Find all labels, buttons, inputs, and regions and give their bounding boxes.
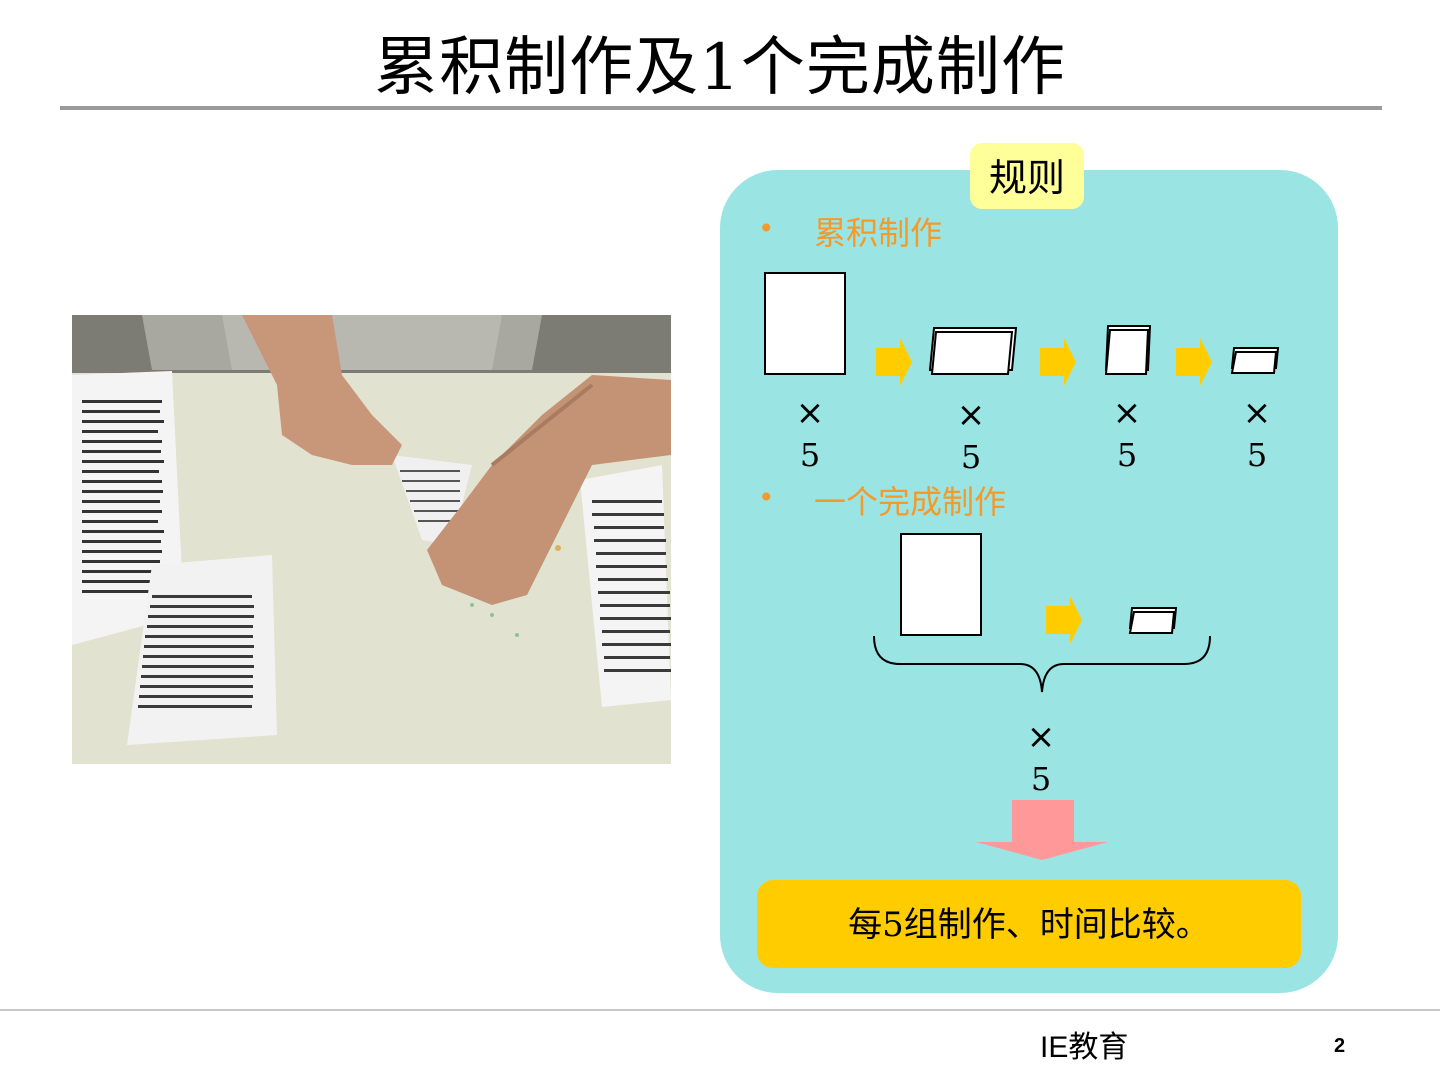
bullet-1-marker: • — [758, 212, 775, 245]
paper-final-fold — [1128, 606, 1178, 640]
batch-count: 5 — [1030, 760, 1052, 798]
batch-count: 5 — [960, 438, 982, 476]
batch-count: 5 — [1116, 436, 1138, 474]
bullet-batch-production: 累积制作 — [814, 214, 943, 252]
times-symbol: × — [956, 395, 986, 435]
bullet-single-production: 一个完成制作 — [814, 483, 1007, 521]
step-arrow-single — [1046, 596, 1082, 648]
grouping-brace — [870, 634, 1214, 700]
times-symbol: × — [1242, 393, 1272, 433]
footer-divider — [0, 1009, 1440, 1011]
batch-count: 5 — [1246, 436, 1268, 474]
down-arrow — [976, 800, 1108, 864]
footer-org: IE教育 — [1040, 1031, 1129, 1064]
paper-quarter-fold — [1104, 324, 1152, 380]
bullet-2-marker: • — [758, 481, 775, 514]
slide-title: 累积制作及1个完成制作 — [374, 31, 1066, 105]
step-arrow-1 — [876, 338, 912, 390]
result-box: 每5组制作、时间比较。 — [757, 880, 1301, 968]
title-divider — [60, 106, 1382, 110]
paper-full-sheet — [900, 533, 982, 636]
times-symbol: × — [1026, 717, 1056, 757]
page-number: 2 — [1334, 1035, 1346, 1057]
step-arrow-2 — [1040, 338, 1076, 390]
paper-final-fold — [1230, 346, 1280, 380]
rules-label: 规则 — [970, 143, 1084, 209]
paper-half-fold — [928, 326, 1018, 380]
paper-full-sheet — [764, 272, 846, 375]
batch-count: 5 — [799, 436, 821, 474]
times-symbol: × — [795, 393, 825, 433]
step-arrow-3 — [1176, 338, 1212, 390]
times-symbol: × — [1112, 393, 1142, 433]
paper-folding-photo — [72, 315, 671, 764]
